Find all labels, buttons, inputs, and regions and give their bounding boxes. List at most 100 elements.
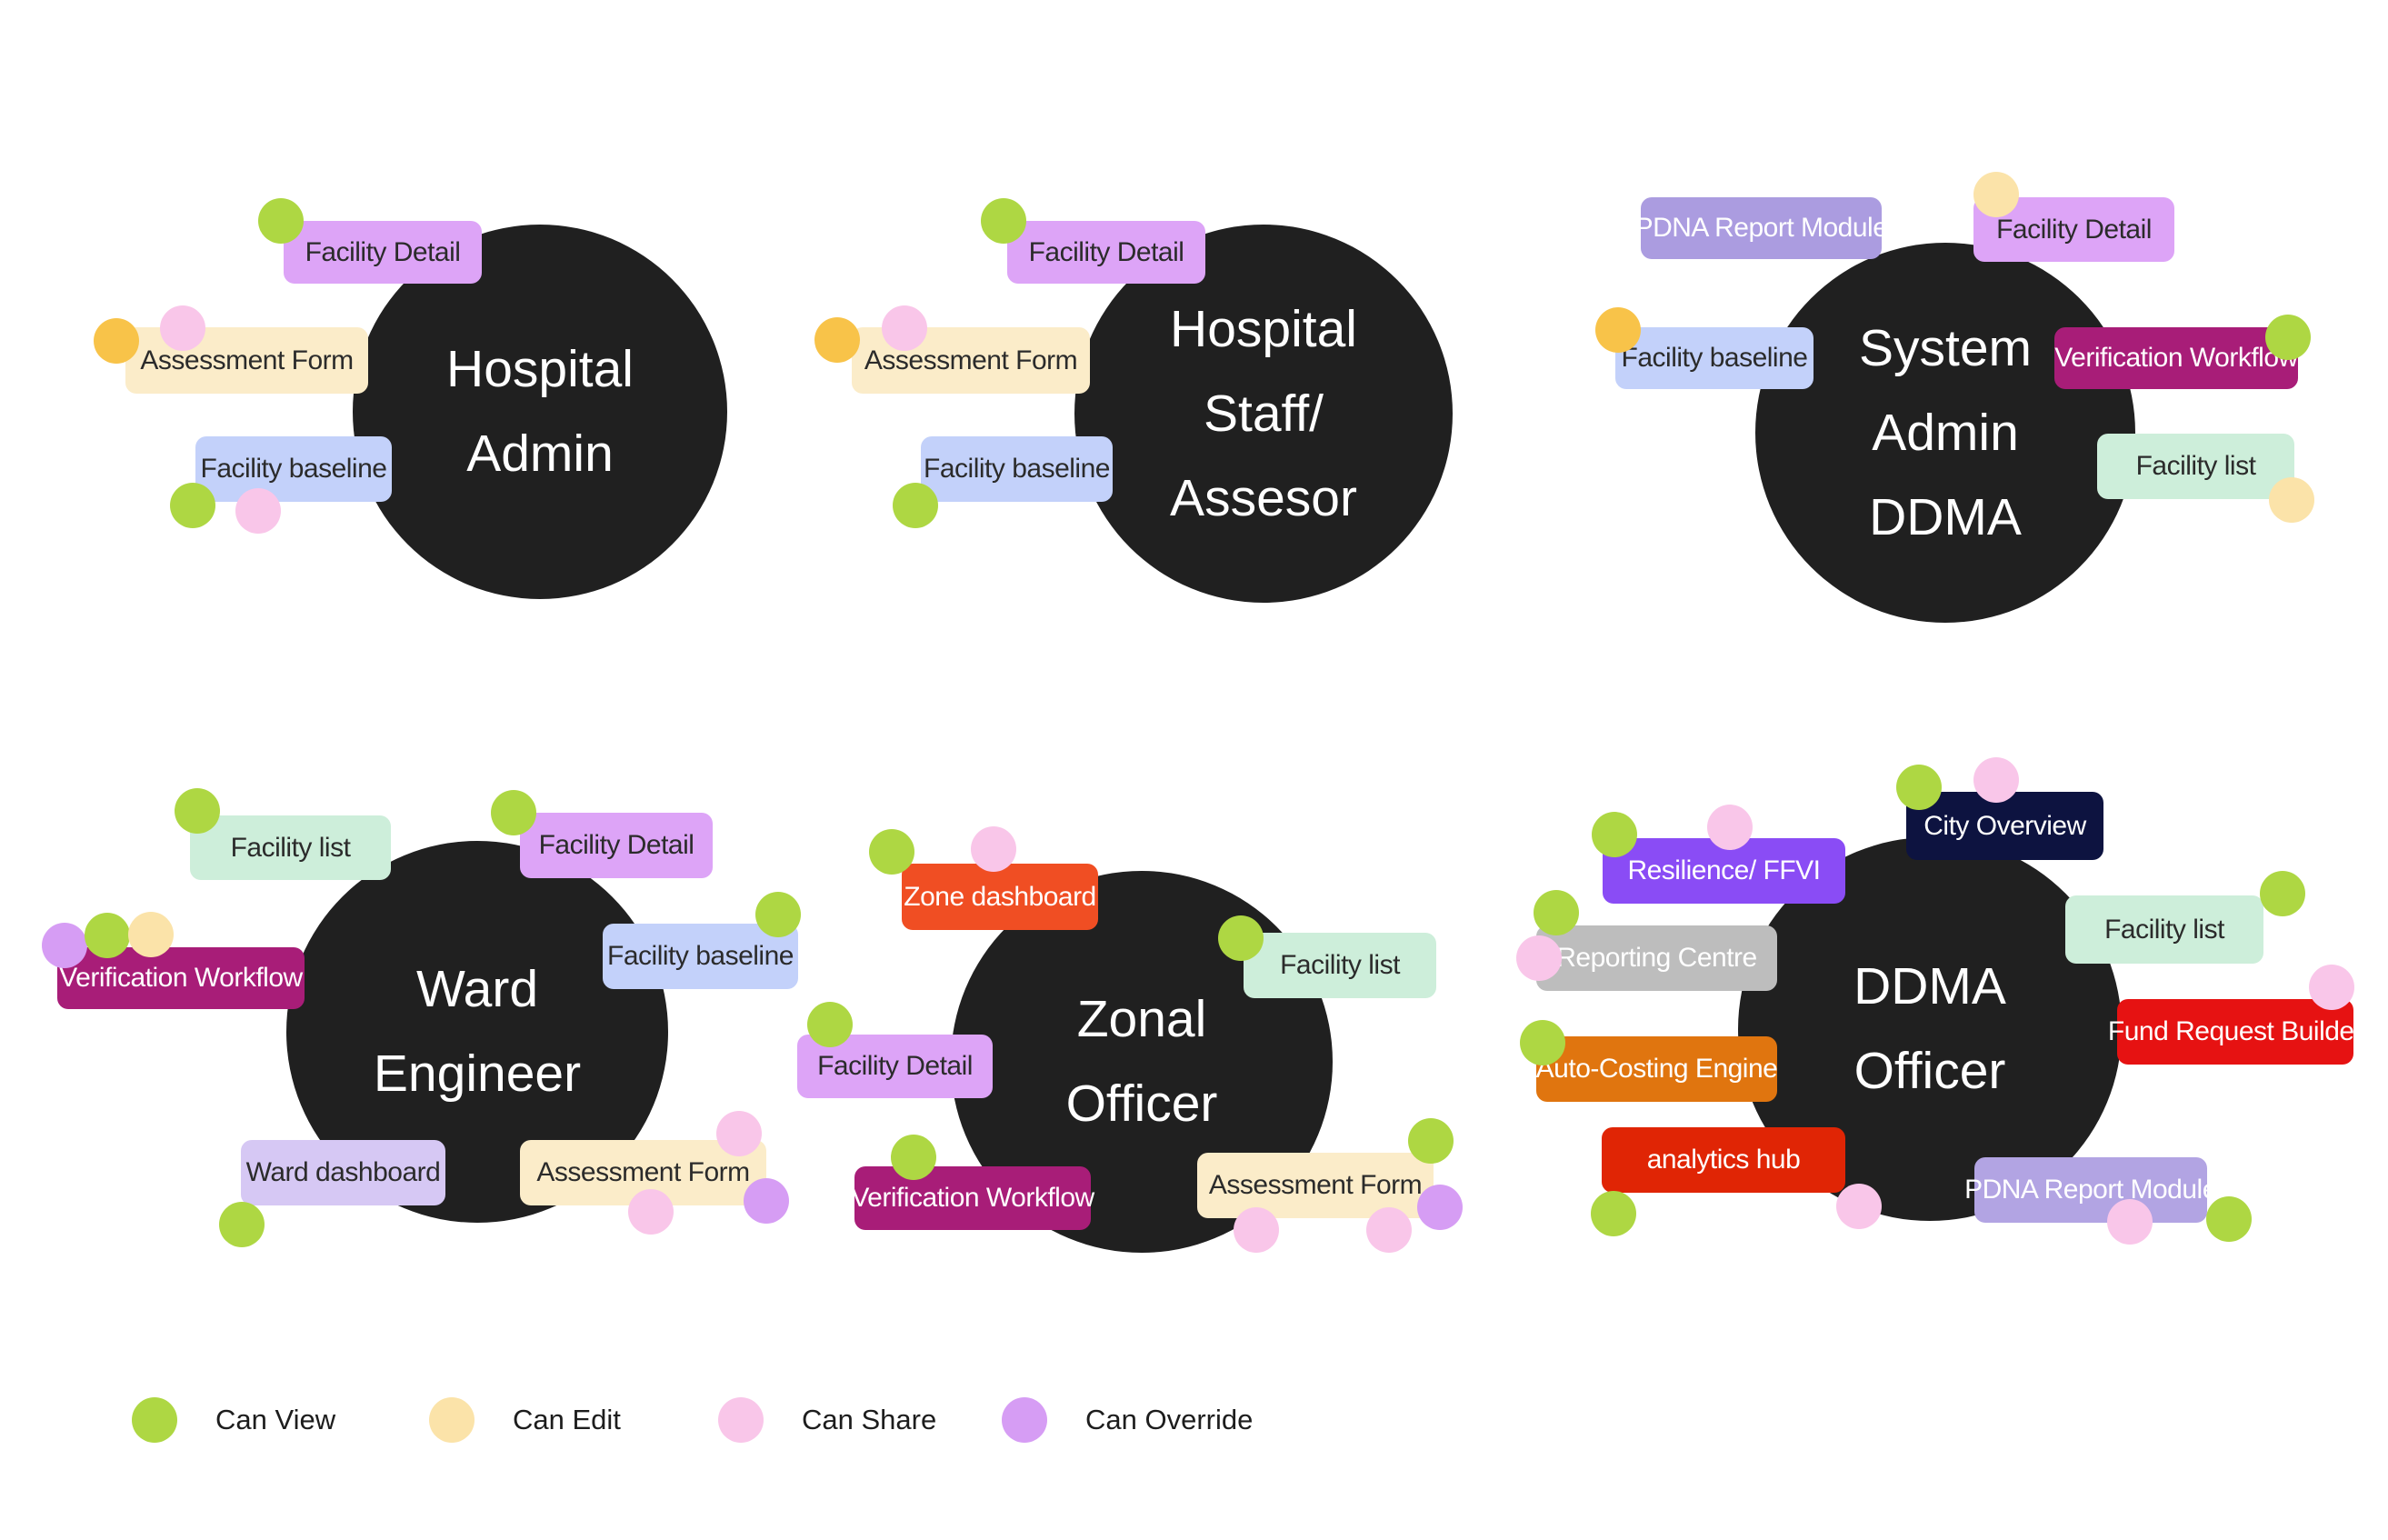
role-title-line: DDMA (1869, 487, 2022, 546)
permission-dot-can-view (1534, 890, 1579, 935)
module-label-text: Facility baseline (200, 454, 387, 484)
permission-dot-can-share (882, 305, 927, 351)
permission-dot-can-view (893, 483, 938, 528)
role-title-line: DDMA (1853, 957, 2006, 1015)
permission-dot-can-view (491, 790, 536, 835)
permission-dot-can-override (42, 923, 87, 968)
permission-dot-can-share (1516, 935, 1562, 981)
module-label-fund-request-builder: Fund Request Builder (2108, 999, 2363, 1065)
permission-dot-can-override (744, 1178, 789, 1224)
module-label-facility-detail: Facility Detail (284, 221, 482, 284)
permission-dot-can-view (1592, 812, 1637, 857)
permission-dot-can-share (1234, 1207, 1279, 1253)
role-title-line: Hospital (1170, 299, 1357, 358)
module-label-facility-baseline: Facility baseline (921, 436, 1113, 502)
permission-dot-can-share (628, 1189, 674, 1235)
module-label-text: Facility Detail (538, 830, 694, 860)
role-title-line: Officer (1065, 1075, 1218, 1133)
module-label-text: PDNA Report Module (1964, 1175, 2217, 1205)
role-title-line: Assesor (1170, 468, 1357, 527)
permission-dot-can-share (235, 488, 281, 534)
module-label-text: Facility list (2135, 451, 2256, 481)
permission-dot-can-view (807, 1002, 853, 1047)
permission-dot-can-edit (1973, 172, 2019, 217)
permission-dot-can-view (175, 788, 220, 834)
module-label-text: Facility Detail (1996, 214, 2152, 245)
module-label-text: Assessment Form (140, 345, 354, 375)
module-label-text: Facility baseline (924, 454, 1110, 484)
module-label-text: Assessment Form (536, 1157, 750, 1187)
module-label-pdna-report-module: PDNA Report Module (1964, 1157, 2217, 1223)
permission-dot-can-view (1520, 1020, 1565, 1065)
permission-dot-can-view (891, 1135, 936, 1180)
role-title-line: System (1858, 318, 2033, 377)
permission-dot-can-view (85, 913, 130, 958)
permission-dot-can-share (1366, 1207, 1412, 1253)
role-title-line: Admin (466, 425, 614, 483)
module-label-text: Verification Workflow (2054, 343, 2298, 373)
permission-dot-can-edit (128, 912, 174, 957)
module-label-auto-costing-engine: Auto-Costing Engine (1535, 1036, 1778, 1102)
permission-dot-can-edit (94, 318, 139, 364)
module-label-reporting-centre: Reporting Centre (1536, 925, 1777, 991)
module-label-text: Auto-Costing Engine (1535, 1054, 1778, 1084)
permission-dot-can-view (1896, 765, 1942, 810)
module-label-text: Zone dashboard (904, 881, 1096, 912)
module-label-text: Resilience/ FFVI (1627, 855, 1821, 885)
module-label-verification-workflow: Verification Workflow (851, 1166, 1094, 1230)
module-label-city-overview: City Overview (1906, 792, 2103, 860)
legend-label-can-edit: Can Edit (513, 1404, 621, 1435)
permission-dot-can-view (219, 1202, 265, 1247)
module-label-facility-list: Facility list (190, 815, 391, 880)
permission-dot-can-share (160, 305, 205, 351)
module-label-verification-workflow: Verification Workflow (2054, 327, 2298, 389)
permission-dot-can-view (1218, 915, 1264, 961)
legend-dot-can-override (1002, 1397, 1047, 1443)
module-label-facility-list: Facility list (2065, 895, 2263, 964)
permission-dot-can-view (258, 198, 304, 244)
module-label-facility-list: Facility list (2097, 434, 2294, 499)
module-label-facility-list: Facility list (1244, 933, 1436, 998)
permission-dot-can-share (971, 826, 1016, 872)
permission-dot-can-view (170, 483, 215, 528)
permission-dot-can-view (981, 198, 1026, 244)
module-label-verification-workflow: Verification Workflow (57, 947, 305, 1009)
permission-dot-can-view (1408, 1118, 1454, 1164)
permission-dot-can-view (2206, 1196, 2252, 1242)
module-label-text: Facility list (1280, 950, 1400, 980)
role-title-line: Officer (1853, 1042, 2006, 1100)
module-label-text: Facility list (230, 832, 351, 863)
module-label-text: Facility Detail (305, 236, 461, 267)
legend-label-can-override: Can Override (1085, 1404, 1254, 1435)
role-title-line: Admin (1872, 403, 2019, 462)
role-title-line: Staff/ (1203, 384, 1324, 443)
legend-label-can-share: Can Share (802, 1404, 937, 1435)
module-label-text: Facility list (2104, 914, 2224, 945)
legend-dot-can-edit (429, 1397, 475, 1443)
permission-dot-can-share (1707, 805, 1753, 850)
module-label-text: City Overview (1923, 810, 2086, 841)
permission-dot-can-view (869, 829, 914, 875)
permission-dot-can-edit (1595, 307, 1641, 353)
permission-dot-can-view (2265, 315, 2311, 360)
module-label-pdna-report-module: PDNA Report Module (1635, 197, 1888, 259)
module-label-text: Facility Detail (817, 1051, 973, 1081)
permission-dot-can-view (755, 892, 801, 937)
module-label-text: analytics hub (1646, 1145, 1801, 1175)
permission-dot-can-edit (814, 317, 860, 363)
module-label-zone-dashboard: Zone dashboard (902, 864, 1098, 930)
module-label-facility-detail: Facility Detail (520, 813, 713, 878)
role-title-line: Ward (415, 960, 539, 1018)
module-label-text: Ward dashboard (245, 1157, 441, 1187)
role-title: DDMA Officer (1853, 945, 2006, 1114)
module-label-text: PDNA Report Module (1634, 213, 1888, 243)
module-label-facility-baseline: Facility baseline (603, 924, 798, 989)
